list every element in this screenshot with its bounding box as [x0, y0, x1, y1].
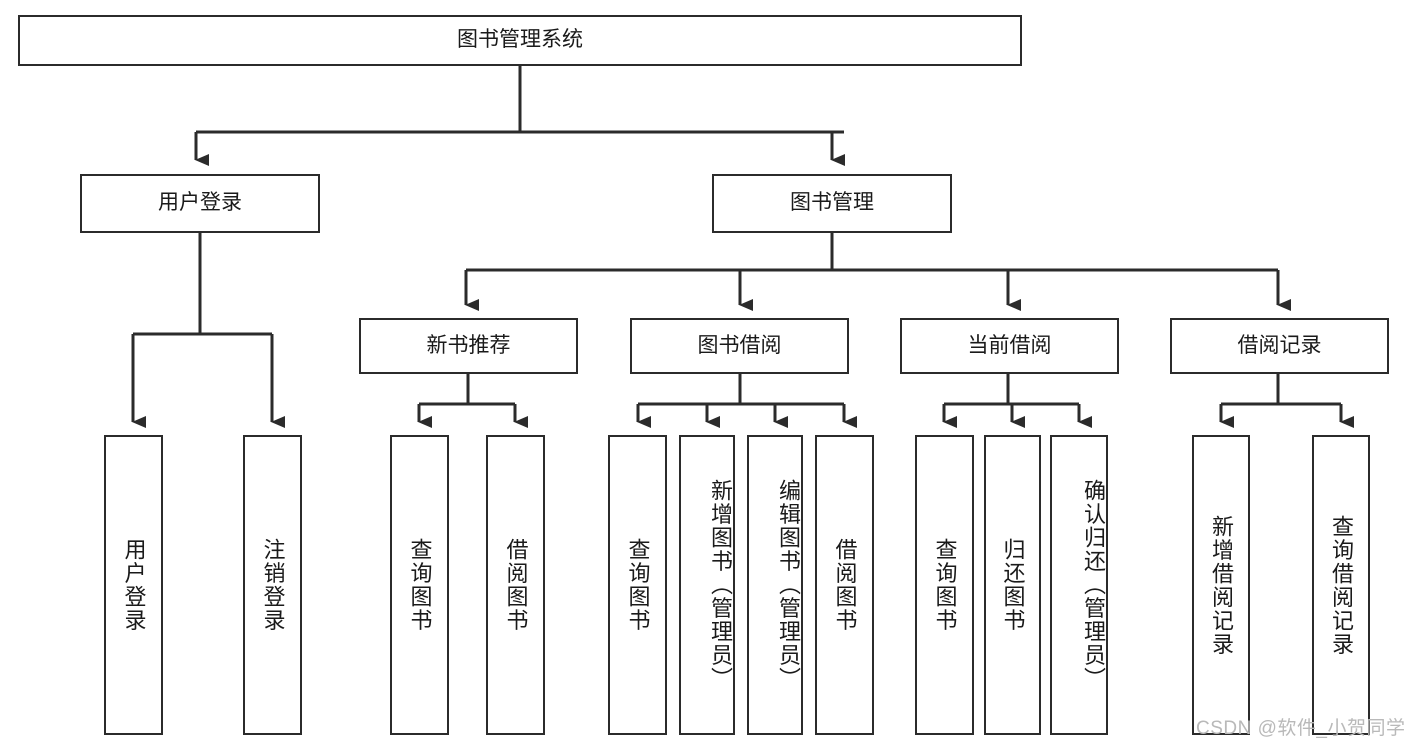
node-leaf-add-book[interactable]: 新增图书（管理员）	[679, 435, 735, 735]
node-leaf-borrow-book-2[interactable]: 借阅图书	[815, 435, 874, 735]
node-book-borrow-label: 图书借阅	[697, 333, 782, 357]
node-new-book-recommend[interactable]: 新书推荐	[359, 318, 578, 374]
node-leaf-add-record-label: 新增借阅记录	[1208, 514, 1234, 656]
node-current-borrow[interactable]: 当前借阅	[900, 318, 1119, 374]
node-leaf-logout-login-label: 注销登录	[260, 538, 286, 632]
node-leaf-query-book-2[interactable]: 查询图书	[608, 435, 667, 735]
node-leaf-logout-login[interactable]: 注销登录	[243, 435, 302, 735]
node-current-borrow-label: 当前借阅	[967, 333, 1052, 357]
node-leaf-confirm-return[interactable]: 确认归还（管理员）	[1050, 435, 1108, 735]
node-book-borrow[interactable]: 图书借阅	[630, 318, 849, 374]
node-leaf-user-login-label: 用户登录	[121, 538, 147, 632]
node-leaf-borrow-book-2-label: 借阅图书	[832, 538, 858, 632]
node-leaf-confirm-return-label: 确认归还（管理员）	[1081, 479, 1106, 691]
node-leaf-query-book-3[interactable]: 查询图书	[915, 435, 974, 735]
node-new-book-recommend-label: 新书推荐	[426, 333, 511, 357]
node-leaf-borrow-book-1[interactable]: 借阅图书	[486, 435, 545, 735]
node-root-label: 图书管理系统	[457, 28, 583, 52]
watermark-csdn: CSDN @软件_小贺同学	[1196, 718, 1405, 739]
node-book-manage-label: 图书管理	[790, 191, 874, 215]
node-leaf-query-record-label: 查询借阅记录	[1328, 514, 1354, 656]
node-leaf-user-login[interactable]: 用户登录	[104, 435, 163, 735]
node-leaf-borrow-book-1-label: 借阅图书	[503, 538, 529, 632]
node-leaf-return-book-label: 归还图书	[1000, 538, 1026, 632]
node-root[interactable]: 图书管理系统	[18, 15, 1022, 66]
node-leaf-edit-book[interactable]: 编辑图书（管理员）	[747, 435, 803, 735]
node-user-login[interactable]: 用户登录	[80, 174, 320, 233]
node-leaf-add-record[interactable]: 新增借阅记录	[1192, 435, 1250, 735]
node-user-login-label: 用户登录	[158, 191, 242, 215]
node-leaf-query-record[interactable]: 查询借阅记录	[1312, 435, 1370, 735]
node-book-manage[interactable]: 图书管理	[712, 174, 952, 233]
node-leaf-query-book-1[interactable]: 查询图书	[390, 435, 449, 735]
node-borrow-record-label: 借阅记录	[1237, 333, 1322, 357]
node-borrow-record[interactable]: 借阅记录	[1170, 318, 1389, 374]
node-leaf-add-book-label: 新增图书（管理员）	[708, 479, 733, 691]
node-leaf-query-book-2-label: 查询图书	[625, 538, 651, 632]
node-leaf-return-book[interactable]: 归还图书	[984, 435, 1041, 735]
node-leaf-query-book-1-label: 查询图书	[407, 538, 433, 632]
node-leaf-edit-book-label: 编辑图书（管理员）	[776, 479, 801, 691]
node-leaf-query-book-3-label: 查询图书	[932, 538, 958, 632]
